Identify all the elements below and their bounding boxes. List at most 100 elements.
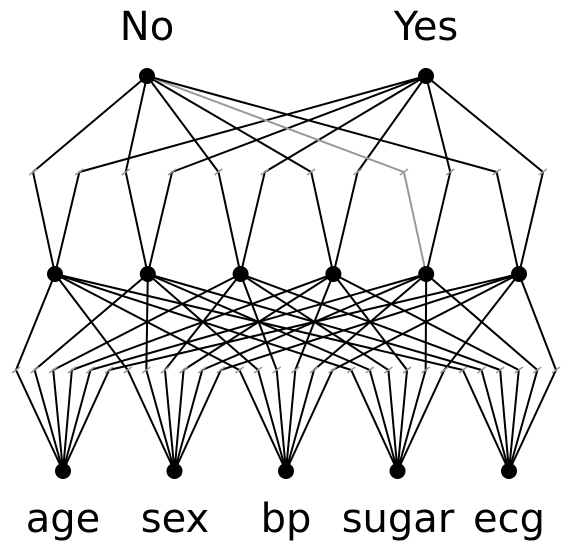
edge-output-1-hidden-2 (263, 75, 427, 173)
edge-input-4-hidden-3 (508, 369, 520, 472)
output-node-0 (139, 68, 155, 84)
edge-hidden-5-output-1 (518, 171, 544, 275)
edge-hidden-4-output-0 (402, 171, 428, 275)
edge-tick (167, 168, 177, 176)
edge-tick (492, 168, 502, 176)
edge-tick (48, 366, 58, 374)
edge-hidden-0-output-0 (32, 171, 56, 275)
input-node-4 (501, 463, 517, 479)
edge-tick (532, 366, 542, 374)
edge-tick (421, 366, 431, 374)
edge-tick (353, 168, 362, 176)
input-label-age: age (26, 496, 101, 542)
edge-tick (346, 366, 356, 374)
edge-input-4-hidden-4 (508, 369, 539, 472)
edge-hidden-1-output-0 (124, 171, 149, 275)
edge-output-0-hidden-1 (124, 75, 148, 173)
edge-input-0-hidden-0 (15, 369, 64, 472)
edge-hidden-0-input-4 (54, 273, 464, 371)
edge-tick (260, 168, 270, 176)
edge-tick (30, 366, 40, 374)
edge-hidden-0-input-2 (54, 273, 241, 371)
input-node-3 (389, 463, 406, 479)
output-label-no: No (120, 4, 174, 50)
edge-input-1-hidden-3 (173, 369, 185, 472)
edge-input-0-hidden-1 (33, 369, 64, 472)
edge-tick (439, 366, 449, 374)
edge-tick (272, 366, 282, 374)
edge-hidden-5-input-4 (518, 273, 557, 371)
input-label-sugar: sugar (342, 496, 455, 542)
edge-hidden-0-input-3 (54, 273, 353, 371)
edge-tick (74, 168, 84, 176)
edge-tick (309, 366, 319, 374)
edge-hidden-2-input-4 (239, 273, 502, 371)
hidden-node-0 (47, 266, 63, 282)
edge-hidden-2-output-0 (217, 171, 242, 275)
hidden-node-1 (139, 266, 156, 282)
edge-hidden-4-input-4 (425, 273, 539, 371)
edge-tick (495, 366, 505, 374)
edge-tick (551, 366, 561, 374)
edge-input-4-hidden-1 (480, 369, 510, 472)
edge-hidden-0-input-0 (15, 273, 56, 371)
edge-tick (104, 366, 114, 374)
edge-input-0-hidden-2 (52, 369, 64, 472)
edge-output-0-hidden-0 (32, 75, 148, 173)
hidden-node-4 (418, 266, 435, 282)
edge-input-1-hidden-4 (173, 369, 204, 472)
edge-tick (328, 366, 338, 374)
edge-hidden-4-output-1 (425, 171, 452, 275)
edge-tick (86, 366, 95, 374)
edge-tick (179, 366, 189, 374)
edge-hidden-5-output-0 (495, 171, 520, 275)
edge-input-2-hidden-2 (275, 369, 287, 472)
edge-output-0-hidden-3 (146, 75, 313, 173)
edge-hidden-0-input-1 (54, 273, 129, 371)
edge-input-3-hidden-2 (387, 369, 399, 472)
edge-tick (365, 366, 375, 374)
edge-output-1-hidden-3 (356, 75, 427, 173)
edge-tick (160, 366, 170, 374)
edge-input-3-hidden-3 (396, 369, 409, 472)
edge-input-4-hidden-0 (461, 369, 510, 472)
edge-tick (306, 168, 316, 176)
output-label-yes: Yes (393, 4, 459, 50)
input-label-bp: bp (261, 496, 312, 542)
edge-tick (214, 168, 223, 176)
edge-tick (383, 366, 393, 374)
edge-hidden-1-input-4 (146, 273, 483, 371)
edge-output-1-hidden-4 (425, 75, 452, 173)
edge-input-3-hidden-5 (396, 369, 446, 472)
edge-tick (477, 366, 486, 374)
edge-input-1-hidden-2 (163, 369, 176, 472)
edge-input-1-hidden-0 (126, 369, 176, 472)
edge-output-1-hidden-0 (78, 75, 427, 173)
edge-tick (458, 366, 468, 374)
edge-input-0-hidden-4 (62, 369, 92, 472)
edge-hidden-1-output-1 (146, 171, 174, 275)
input-label-sex: sex (141, 496, 209, 542)
edge-hidden-3-output-1 (332, 171, 359, 275)
hidden-node-2 (232, 266, 249, 282)
edge-output-1-hidden-5 (425, 75, 544, 173)
edge-input-3-hidden-1 (368, 369, 399, 472)
edge-tick (197, 366, 207, 374)
edge-ticks (11, 168, 561, 374)
nodes (47, 68, 527, 479)
edge-input-2-hidden-1 (257, 369, 287, 472)
edge-input-2-hidden-3 (285, 369, 297, 472)
edge-tick (253, 366, 263, 374)
edge-input-2-hidden-0 (238, 369, 287, 472)
edge-tick (290, 366, 300, 374)
input-node-0 (55, 463, 71, 479)
hidden-node-5 (511, 266, 527, 282)
edge-tick (121, 168, 131, 176)
edge-input-4-hidden-2 (499, 369, 510, 472)
edge-input-3-hidden-4 (396, 369, 427, 472)
edge-tick (216, 366, 226, 374)
edge-tick (28, 168, 38, 176)
edge-tick (11, 366, 21, 374)
edge-input-1-hidden-5 (173, 369, 222, 472)
edge-tick (141, 366, 151, 374)
